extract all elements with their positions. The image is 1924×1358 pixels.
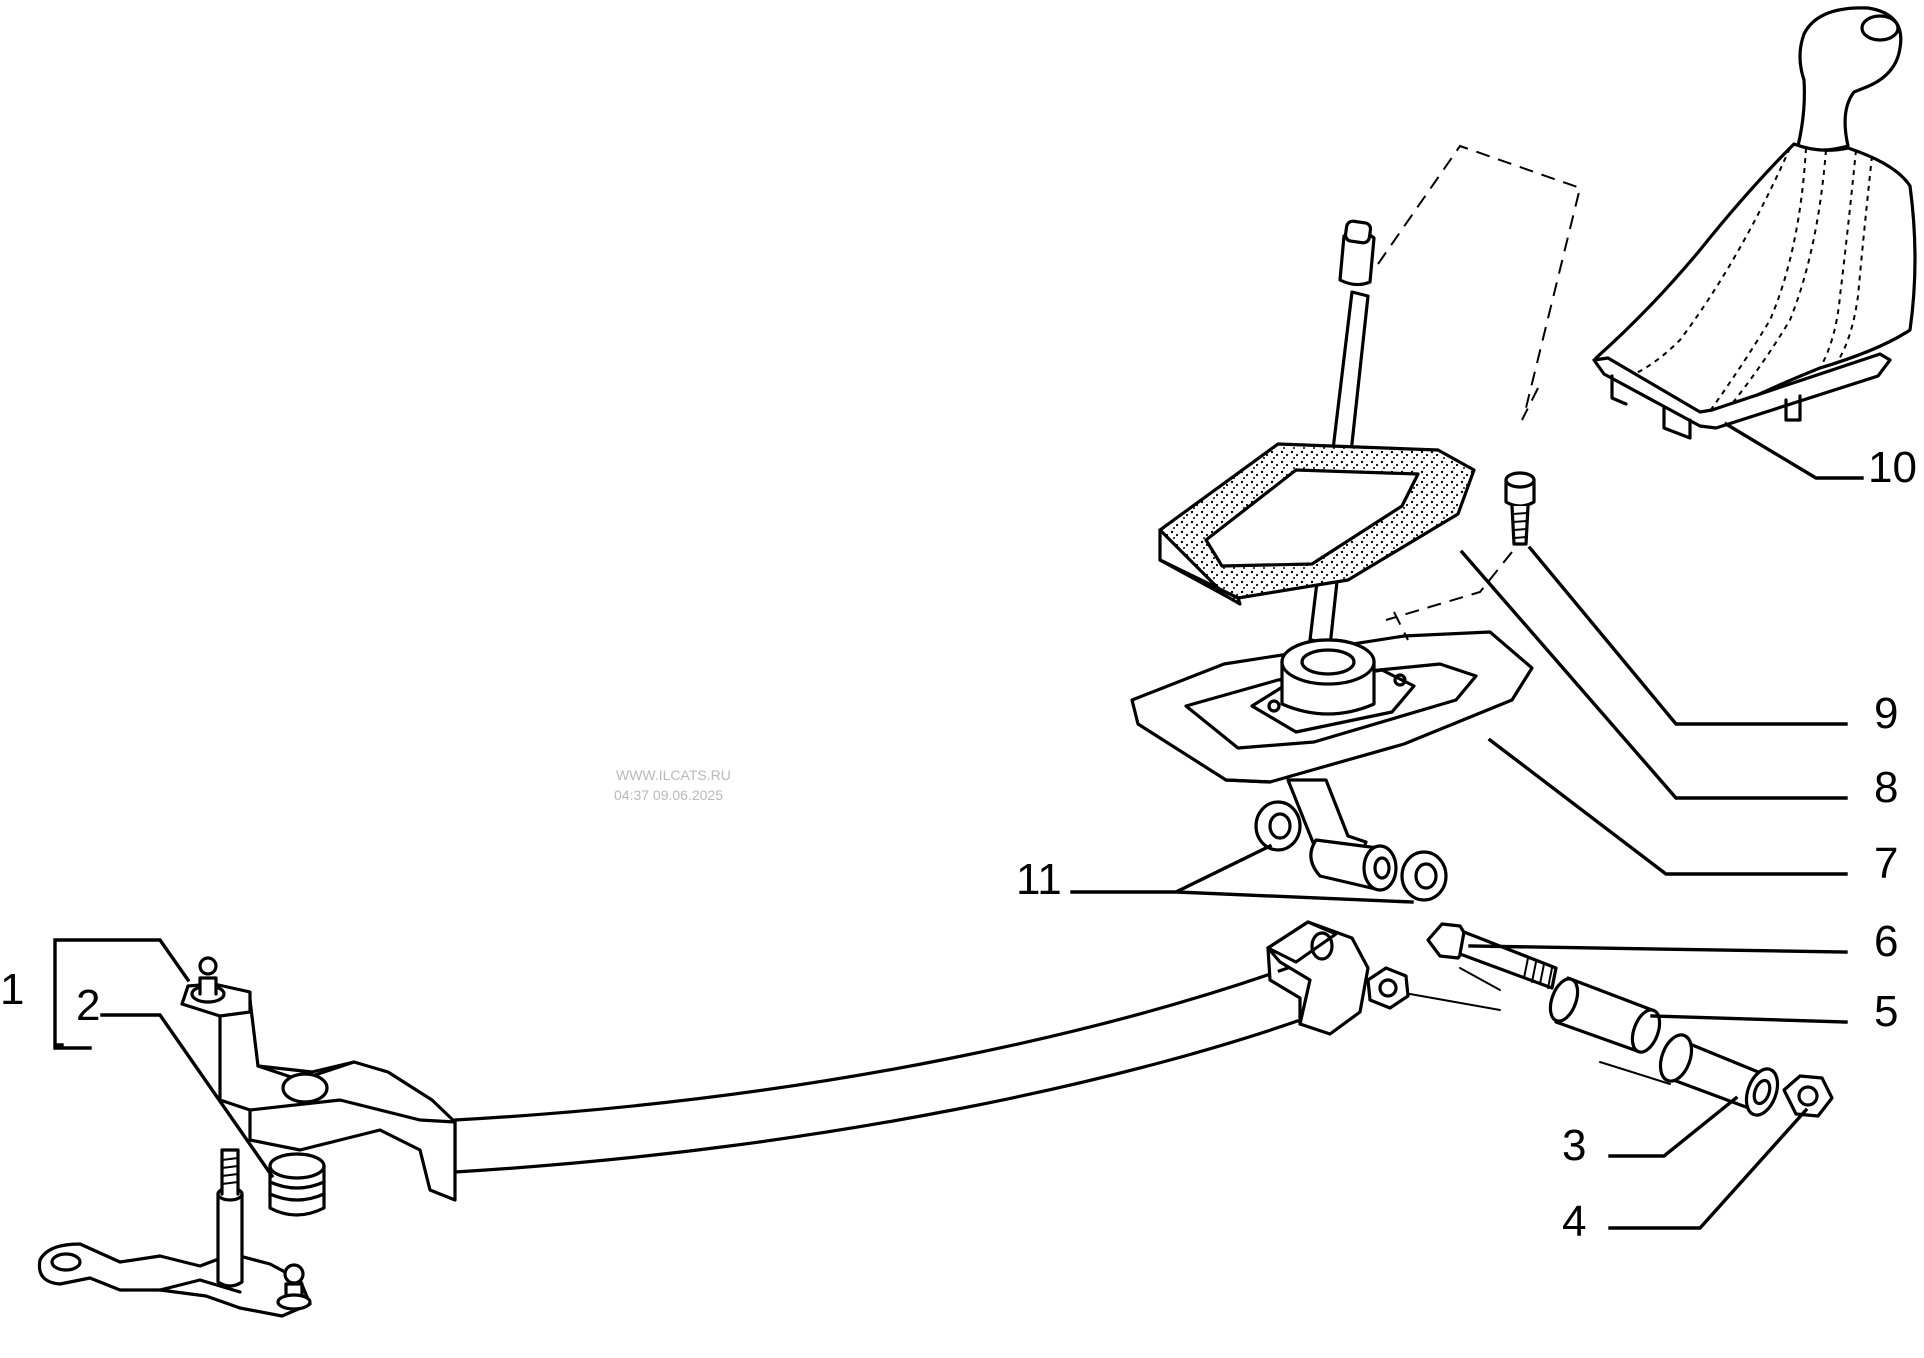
watermark: WWW.ILCATS.RU 04:37 09.06.2025 bbox=[614, 767, 731, 803]
assembly-lines bbox=[1377, 144, 1582, 641]
callout-9: 9 bbox=[1874, 689, 1898, 738]
part-11-washers bbox=[1254, 800, 1448, 902]
part-8-seal bbox=[1158, 442, 1476, 606]
selector-rod bbox=[453, 920, 1410, 1174]
callout-4: 4 bbox=[1562, 1197, 1586, 1246]
part-3-sleeve bbox=[1658, 1033, 1780, 1117]
callout-8: 8 bbox=[1874, 763, 1898, 812]
assembly-axis-line bbox=[1459, 967, 1501, 991]
callout-11: 11 bbox=[1016, 855, 1062, 904]
part-7-base bbox=[1130, 630, 1534, 784]
selector-bracket bbox=[180, 956, 457, 1202]
part-5-spacer bbox=[1548, 976, 1662, 1054]
callout-6: 6 bbox=[1874, 917, 1898, 966]
assembly-axis-line bbox=[1409, 993, 1501, 1011]
callout-1: 1 bbox=[0, 965, 24, 1014]
leader-lines bbox=[53, 421, 1864, 1230]
part-4-nut bbox=[1782, 1074, 1834, 1118]
part-10-knob-boot bbox=[1592, 6, 1917, 440]
watermark-line-1: WWW.ILCATS.RU bbox=[616, 767, 731, 783]
callout-labels: 1 2 3 4 5 6 7 8 9 10 11 bbox=[0, 443, 1917, 1246]
callout-5: 5 bbox=[1874, 987, 1898, 1036]
part-9-bolt bbox=[1504, 471, 1536, 546]
callout-2: 2 bbox=[76, 981, 100, 1030]
callout-3: 3 bbox=[1562, 1121, 1586, 1170]
callout-10: 10 bbox=[1868, 443, 1917, 492]
part-6-bolt bbox=[1426, 922, 1558, 990]
lower-lever bbox=[37, 1148, 312, 1318]
watermark-line-2: 04:37 09.06.2025 bbox=[614, 787, 723, 803]
assembly-axis-line bbox=[1599, 1061, 1671, 1085]
callout-7: 7 bbox=[1874, 839, 1898, 888]
part-2-bushing bbox=[268, 1152, 326, 1217]
